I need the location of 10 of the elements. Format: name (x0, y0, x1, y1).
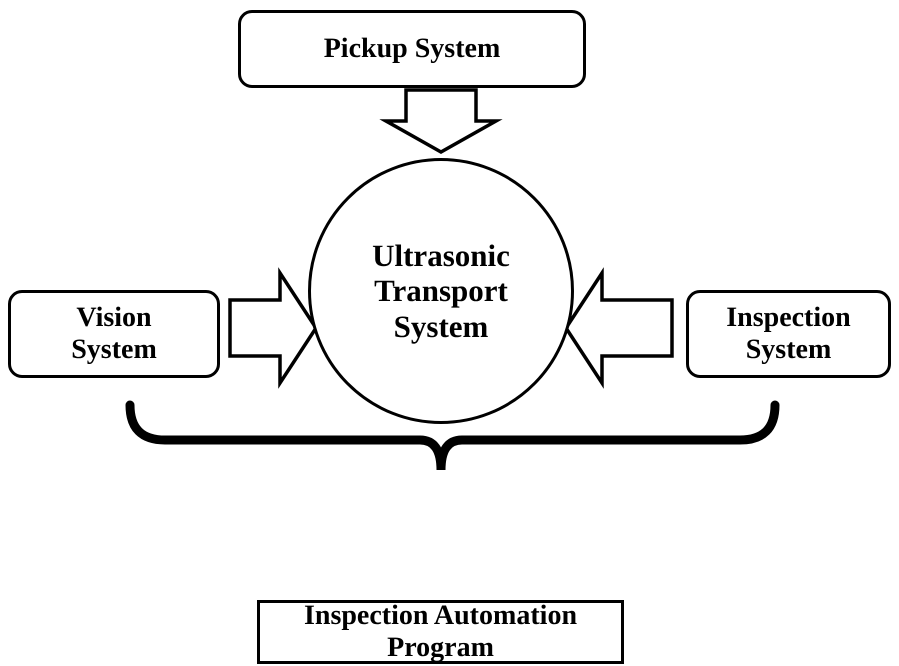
process-box (8, 290, 220, 378)
node-label: Pickup System (324, 32, 500, 66)
process-box (238, 10, 586, 88)
node-label: Inspection System (725, 302, 852, 366)
block-arrow (379, 88, 503, 154)
process-box (257, 600, 624, 664)
node-label: Ultrasonic Transport System (371, 238, 511, 344)
node-label: Inspection Automation Program (302, 600, 578, 664)
process-box (686, 290, 891, 378)
node-label: Vision System (70, 302, 158, 366)
